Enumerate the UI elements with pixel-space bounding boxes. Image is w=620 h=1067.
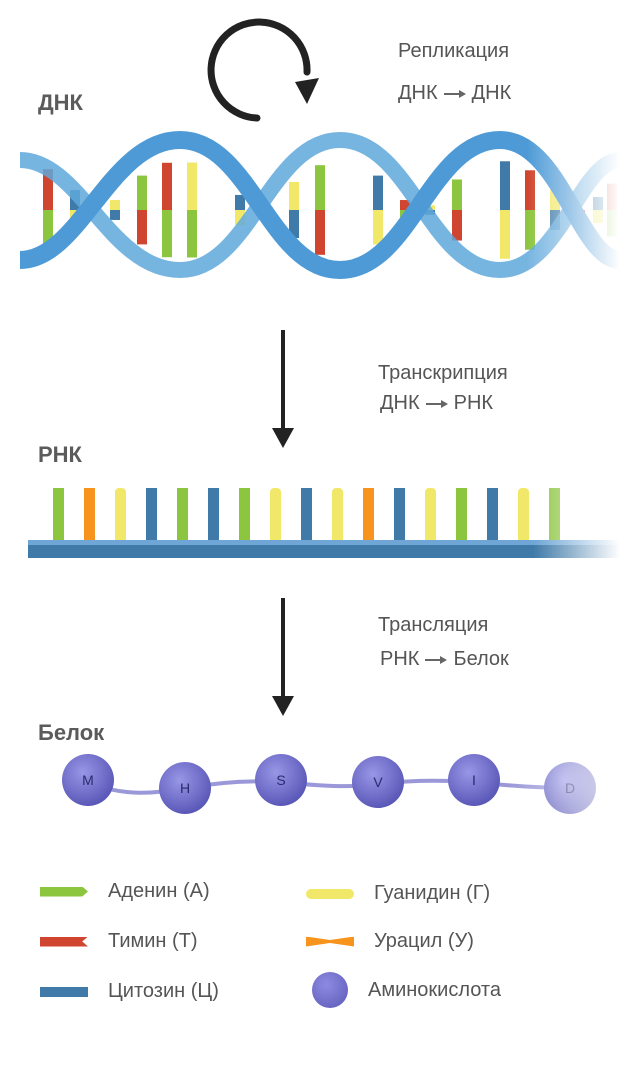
- protein-label: Белок: [38, 720, 105, 745]
- legend-guanine-label: Гуанидин (Г): [374, 882, 491, 904]
- guanine-swatch-icon: [306, 888, 354, 899]
- rna-label: РНК: [38, 442, 82, 467]
- cytosine-swatch-icon: [40, 986, 88, 997]
- legend-cytosine-label: Цитозин (Ц): [108, 980, 219, 1002]
- legend-cytosine: Цитозин (Ц): [40, 980, 219, 1003]
- legend-uracil-label: Урацил (У): [374, 930, 474, 952]
- replication-title: Репликация: [398, 40, 510, 62]
- translation-to: Белок: [453, 648, 509, 670]
- small-arrow-icon: [425, 655, 448, 665]
- translation-equation: РНК Белок: [380, 648, 509, 671]
- replication-from: ДНК: [398, 82, 438, 104]
- legend-thymine: Тимин (Т): [40, 930, 198, 953]
- transcription-equation: ДНК РНК: [380, 392, 493, 415]
- transcription-arrow-icon: [272, 330, 294, 448]
- uracil-swatch-icon: [306, 936, 354, 947]
- transcription-to: РНК: [453, 392, 494, 414]
- legend-thymine-label: Тимин (Т): [108, 930, 198, 952]
- legend-adenine: Аденин (А): [40, 880, 210, 903]
- adenine-swatch-icon: [40, 886, 88, 897]
- transcription-from: ДНК: [380, 392, 420, 414]
- legend-guanine: Гуанидин (Г): [306, 882, 490, 905]
- amino-acid-icon: [312, 972, 348, 1008]
- translation-arrow-icon: [272, 598, 294, 716]
- transcription-title: Транскрипция: [378, 362, 508, 384]
- small-arrow-icon: [425, 399, 448, 409]
- translation-from: РНК: [380, 648, 420, 670]
- legend-amino-acid-label: Аминокислота: [368, 978, 501, 1001]
- replication-to: ДНК: [471, 82, 512, 104]
- dna-label: ДНК: [38, 90, 83, 115]
- replication-equation: ДНК ДНК: [398, 82, 511, 105]
- legend-amino-acid: Аминокислота: [312, 972, 501, 1008]
- translation-title: Трансляция: [378, 614, 489, 636]
- small-arrow-icon: [443, 89, 466, 99]
- replication-cycle-icon: [207, 18, 319, 122]
- dna-double-helix: [0, 120, 620, 300]
- legend-adenine-label: Аденин (А): [108, 880, 210, 902]
- protein-chain: MHSVID: [0, 748, 620, 828]
- legend-uracil: Урацил (У): [306, 930, 474, 953]
- thymine-swatch-icon: [40, 936, 88, 947]
- rna-strand: [0, 478, 620, 568]
